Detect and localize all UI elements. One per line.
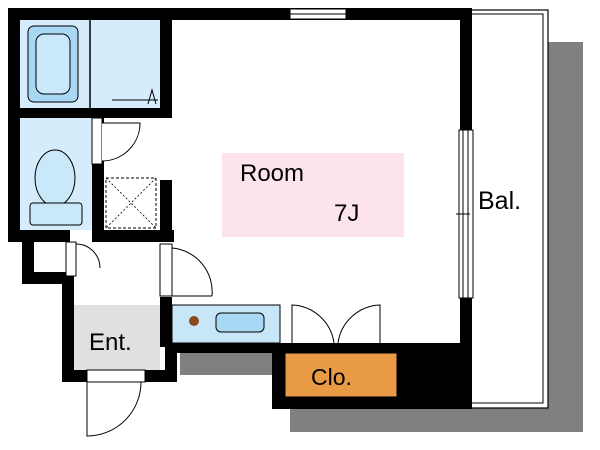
unit-bath [20, 20, 160, 108]
closet [284, 352, 398, 398]
entrance-label: Ent. [89, 329, 132, 356]
balcony-sliding-door [456, 129, 474, 299]
balcony [463, 9, 549, 409]
room-label: Room [240, 160, 305, 187]
window-top [289, 8, 347, 20]
entrance-floor [74, 305, 160, 370]
interior-walls [8, 8, 174, 347]
kitchen-counter [171, 304, 281, 344]
doors [65, 117, 381, 437]
room-label-background [222, 153, 404, 237]
closet-label: Clo. [311, 364, 352, 390]
toilet-room [20, 118, 92, 230]
laundry-space [105, 177, 157, 229]
balcony-label: Bal. [478, 187, 522, 215]
room-size: 7J [334, 200, 360, 227]
